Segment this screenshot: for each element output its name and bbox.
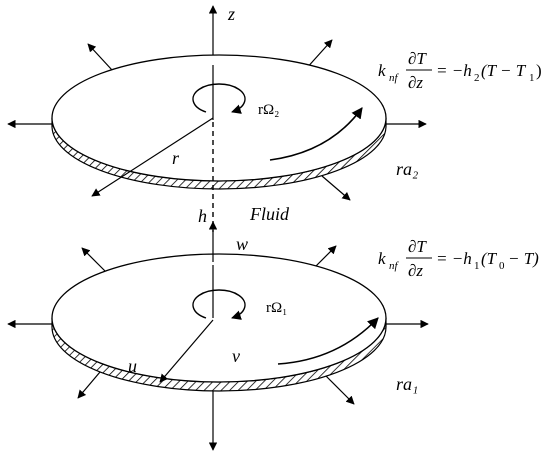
u-velocity-arrow xyxy=(159,319,214,383)
z-axis-label: z xyxy=(227,4,235,24)
svg-text:nf: nf xyxy=(389,72,400,84)
svg-text:): ) xyxy=(536,61,542,80)
svg-text:nf: nf xyxy=(389,260,400,272)
bottom-radial-arrow-se xyxy=(325,375,355,405)
svg-text:∂T: ∂T xyxy=(408,237,427,256)
bottom-bc-equation: k nf ∂T ∂z = −h 1 (T 0 − T) xyxy=(378,237,539,280)
v-label: v xyxy=(232,346,240,366)
top-disk xyxy=(7,5,427,201)
svg-text:= −h: = −h xyxy=(436,249,472,268)
top-radial-arrow-se xyxy=(321,175,351,201)
svg-text:2: 2 xyxy=(474,72,480,84)
top-rotation-label: rΩ₂ xyxy=(258,102,279,118)
top-bc-equation: k nf ∂T ∂z = −h 2 (T − T 1 ) xyxy=(378,49,542,92)
svg-text:k: k xyxy=(378,61,386,80)
svg-text:− T): − T) xyxy=(508,249,539,268)
svg-text:= −h: = −h xyxy=(436,61,472,80)
svg-text:0: 0 xyxy=(499,260,505,272)
bottom-disk xyxy=(7,221,429,451)
top-radial-arrow-nw xyxy=(87,43,113,71)
gap-label: h xyxy=(198,206,207,226)
top-radius-arrow xyxy=(91,117,214,197)
bottom-stretch-label: ra₁ xyxy=(396,374,418,394)
svg-text:1: 1 xyxy=(474,260,480,272)
top-rotation-arrow xyxy=(192,83,246,114)
bottom-radial-arrow-sw xyxy=(77,371,101,399)
bottom-rotation-label: rΩ₁ xyxy=(266,300,287,316)
svg-text:∂T: ∂T xyxy=(408,49,427,68)
svg-text:k: k xyxy=(378,249,386,268)
svg-text:(T: (T xyxy=(481,249,498,268)
top-radius-label: r xyxy=(172,148,180,168)
top-swirl-arrow xyxy=(269,107,363,161)
svg-text:1: 1 xyxy=(529,72,535,84)
top-disk-face xyxy=(51,54,387,182)
svg-text:∂z: ∂z xyxy=(408,73,423,92)
w-label: w xyxy=(236,234,248,254)
bottom-disk-face xyxy=(51,253,387,383)
u-label: u xyxy=(128,356,137,376)
bottom-rotation-arrow xyxy=(192,289,246,320)
fluid-label: Fluid xyxy=(249,204,290,224)
bottom-swirl-arrow xyxy=(277,317,379,365)
svg-text:∂z: ∂z xyxy=(408,261,423,280)
svg-text:(T − T: (T − T xyxy=(481,61,527,80)
top-stretch-label: ra₂ xyxy=(396,159,418,179)
